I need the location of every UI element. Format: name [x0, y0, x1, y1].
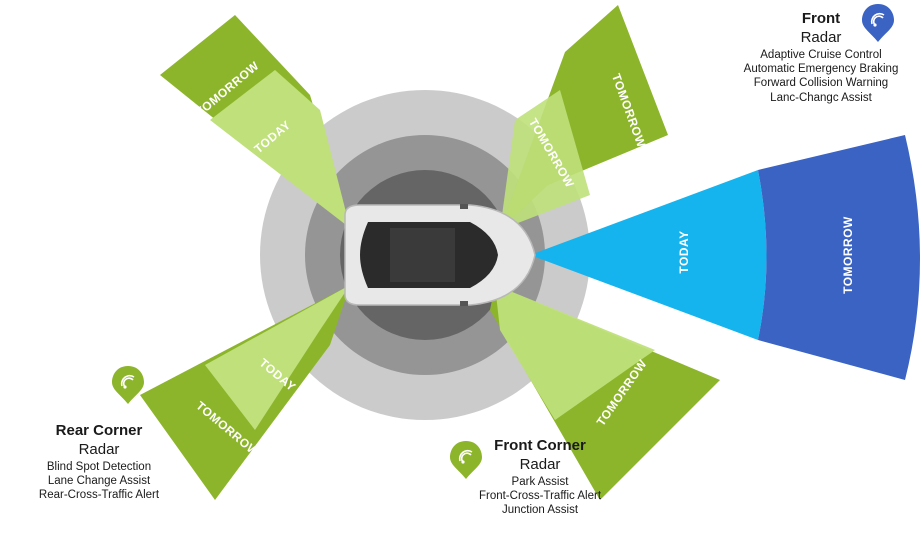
front-radar-title: Front: [801, 10, 841, 27]
front-radar-feature: Automatic Emergency Braking: [743, 62, 899, 75]
front-radar-info: Front Radar Adaptive Cruise Control Auto…: [735, 10, 907, 105]
front-corner-radar-info: Front Corner Radar Park Assist Front-Cro…: [465, 437, 615, 518]
rear-left-sector: TOMORROW TODAY: [160, 15, 350, 228]
rear-corner-radar-info: Rear Corner Radar Blind Spot Detection L…: [28, 422, 170, 503]
front-radar-feature: Lanc-Changc Assist: [770, 91, 872, 104]
car-top-view: [344, 204, 536, 306]
rear-corner-radar-feature: Rear-Cross-Traffic Alert: [38, 489, 160, 502]
front-radar-sector: TODAY TOMORROW: [530, 135, 920, 380]
zone-label-today: TODAY: [677, 230, 691, 273]
front-left-sector: TOMORROW TOMORROW: [500, 5, 668, 230]
rear-corner-radar-feature: Lane Change Assist: [47, 474, 151, 487]
front-radar-feature: Forward Collision Warning: [753, 77, 889, 90]
rear-corner-radar-subtitle: Radar: [78, 440, 120, 458]
front-radar-subtitle: Radar: [800, 28, 842, 46]
front-corner-radar-subtitle: Radar: [519, 455, 561, 473]
rear-corner-radar-feature: Blind Spot Detection: [46, 460, 152, 473]
radar-pin-icon: [862, 4, 894, 42]
front-corner-radar-feature: Park Assist: [511, 475, 569, 488]
radar-pin-icon: [450, 441, 482, 479]
front-radar-feature: Adaptive Cruise Control: [760, 48, 882, 61]
rear-corner-radar-title: Rear Corner: [55, 422, 143, 439]
front-corner-radar-title: Front Corner: [494, 437, 586, 454]
front-corner-radar-feature: Junction Assist: [501, 504, 579, 517]
rear-right-sector: TODAY TOMORROW: [140, 285, 350, 500]
front-right-sector: TOMORROW: [490, 285, 720, 500]
zone-label-tomorrow: TOMORROW: [841, 216, 855, 294]
radar-pin-icon: [112, 366, 144, 404]
front-corner-radar-feature: Front-Cross-Traffic Alert: [478, 489, 602, 502]
